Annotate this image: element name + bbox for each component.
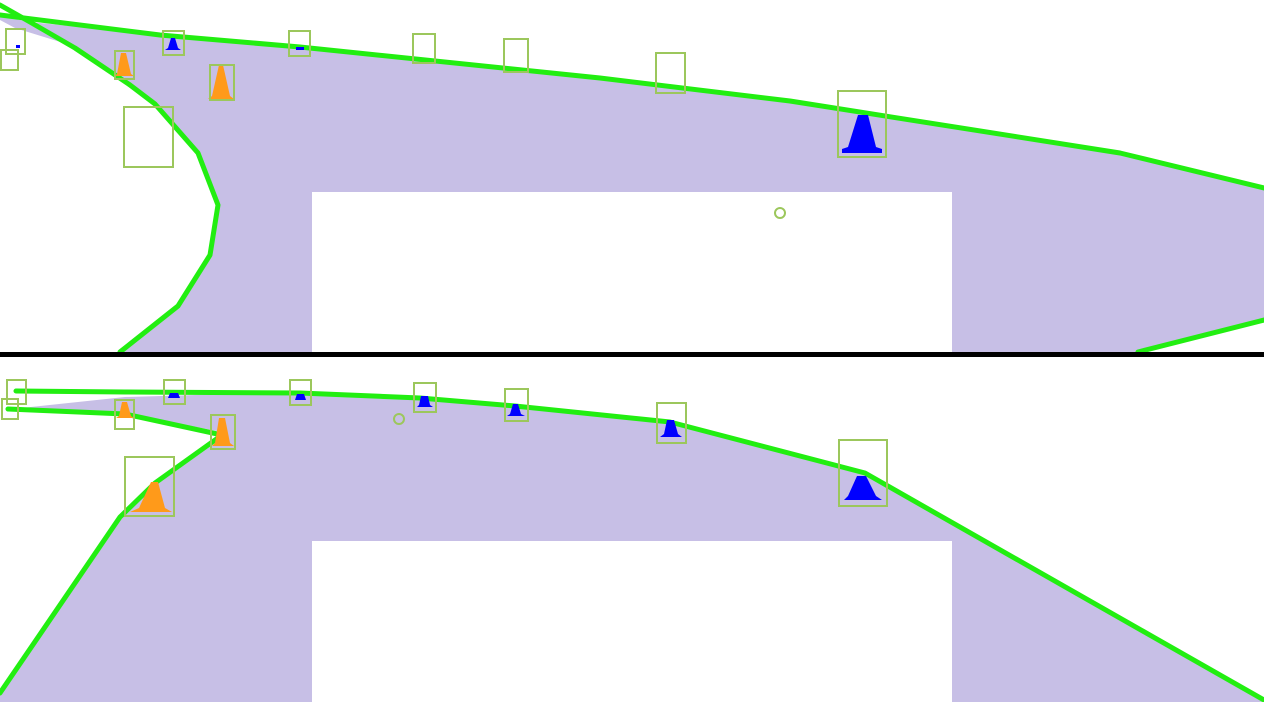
boundary-line-outer bbox=[13, 388, 1264, 702]
blue-cone bbox=[842, 115, 882, 153]
panel-divider bbox=[0, 352, 1264, 357]
detection-box bbox=[123, 106, 174, 168]
boundary-line-outer bbox=[0, 12, 1264, 191]
detection-box bbox=[5, 28, 26, 55]
track-area bbox=[0, 16, 1264, 352]
detection-marker bbox=[393, 413, 405, 425]
detection-box bbox=[413, 382, 437, 413]
bottom-panel bbox=[0, 379, 1264, 702]
detection-box bbox=[655, 52, 686, 94]
orange-cone bbox=[114, 53, 134, 76]
detection-box bbox=[656, 402, 687, 444]
detection-box bbox=[210, 414, 236, 450]
blue-cone bbox=[507, 404, 525, 416]
detection-box bbox=[0, 49, 19, 71]
blue-cone bbox=[165, 38, 181, 50]
orange-cone bbox=[208, 65, 234, 99]
blue-cone bbox=[417, 396, 433, 407]
boundary-line-inner bbox=[0, 406, 225, 696]
boundary-line-inner bbox=[0, 2, 221, 355]
detection-box bbox=[114, 50, 135, 80]
blue-cone bbox=[168, 393, 180, 398]
detection-box bbox=[1, 398, 19, 420]
orange-cone bbox=[130, 482, 172, 512]
orange-cone bbox=[212, 418, 234, 446]
detection-box bbox=[503, 38, 529, 73]
orange-cone bbox=[116, 402, 134, 418]
detection-box bbox=[124, 456, 175, 517]
detection-box bbox=[412, 33, 436, 64]
detection-box bbox=[838, 439, 888, 507]
blue-cone bbox=[660, 420, 682, 437]
detection-marker bbox=[774, 207, 786, 219]
blue-cone bbox=[296, 47, 304, 50]
detection-box bbox=[6, 379, 27, 405]
detection-box bbox=[162, 30, 185, 56]
boundary-line-right-lower bbox=[1135, 317, 1264, 355]
detection-box bbox=[837, 90, 887, 158]
detection-box bbox=[209, 64, 235, 101]
blue-cone bbox=[16, 45, 20, 48]
blue-cone bbox=[844, 476, 882, 500]
top-panel bbox=[0, 2, 1264, 355]
detection-box bbox=[114, 399, 135, 430]
inner-white-block bbox=[312, 541, 952, 702]
detection-box bbox=[289, 379, 312, 406]
inner-white-block bbox=[312, 192, 952, 353]
blue-cone bbox=[295, 394, 306, 400]
detection-box bbox=[504, 388, 529, 422]
detection-box bbox=[163, 379, 186, 405]
track-area bbox=[0, 392, 1264, 702]
detection-box bbox=[288, 30, 311, 57]
